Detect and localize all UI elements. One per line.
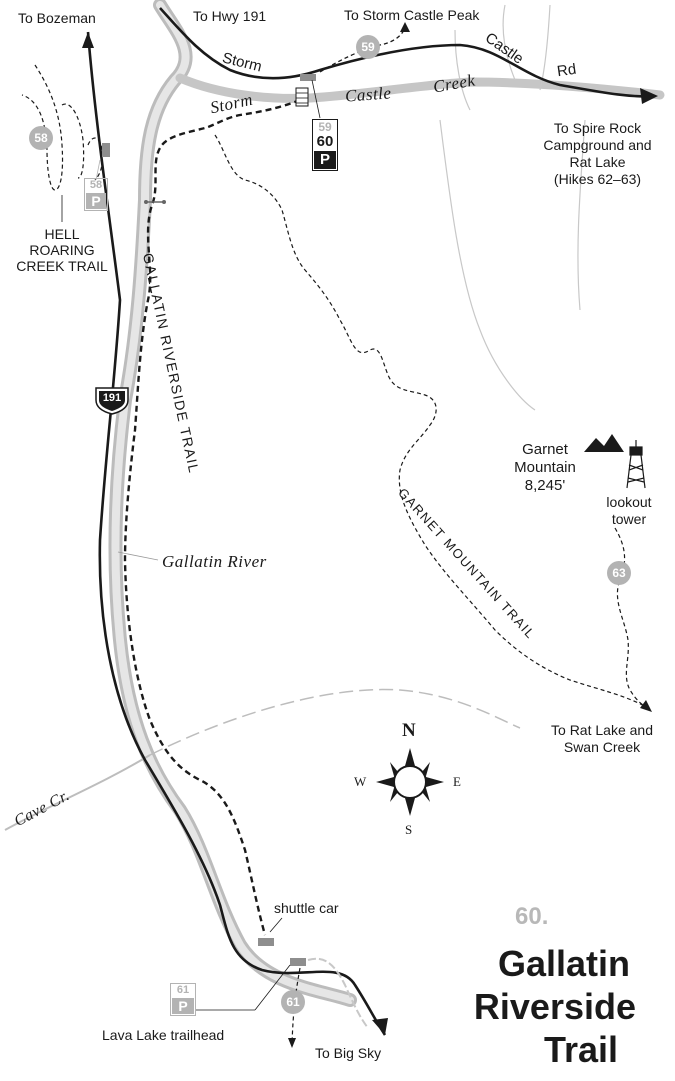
- parking-58-number: 58: [89, 179, 103, 191]
- trailhead-parking-icon: P: [314, 151, 336, 169]
- label-lookout-tower: lookout tower: [598, 494, 660, 528]
- label-to-big-sky: To Big Sky: [315, 1045, 382, 1061]
- label-to-storm-castle-peak: To Storm Castle Peak: [344, 7, 480, 23]
- drainage-line: [577, 119, 586, 311]
- rat-lake-line-2: Swan Creek: [563, 739, 641, 755]
- label-garnet-mountain: Garnet Mountain 8,245': [504, 441, 586, 495]
- label-shuttle-car: shuttle car: [274, 900, 339, 916]
- hell-roaring-trail-2: [61, 103, 85, 179]
- trailhead-60-number: 60: [316, 133, 334, 150]
- compass-w: W: [354, 774, 367, 789]
- compass-rose: [376, 748, 444, 816]
- lava-lake-road: [307, 957, 369, 1029]
- parking-58-icon: P: [86, 193, 106, 209]
- label-lava-lake-trailhead: Lava Lake trailhead: [102, 1027, 225, 1043]
- cave-creek: [4, 754, 151, 831]
- trailhead-parking-lot: [300, 74, 316, 81]
- lookout-tower-icon: [626, 440, 646, 489]
- trailhead-leader: [311, 79, 321, 119]
- title-line-1: Gallatin: [497, 943, 630, 984]
- parking-58-lot: [102, 143, 110, 157]
- lookout-line-1: lookout: [606, 494, 652, 510]
- drainage-line: [502, 4, 516, 81]
- trail-63: [614, 527, 649, 709]
- parking-61-number: 61: [176, 984, 190, 996]
- lava-lake-lot: [290, 958, 306, 966]
- trail-59-marker: 59: [356, 35, 380, 59]
- cave-creek-dashed: [149, 688, 521, 756]
- highway-191: [86, 31, 387, 1036]
- lava-lake-leader: [254, 964, 291, 1011]
- parking-61-marker: 61 P: [170, 983, 196, 1016]
- arrow-east: [640, 88, 658, 104]
- trailhead-bridge: [295, 87, 309, 107]
- label-gallatin-river: Gallatin River: [162, 552, 267, 571]
- drainage-line: [454, 29, 471, 111]
- storm-castle-road: [159, 7, 656, 98]
- shuttle-car-lot: [258, 938, 274, 946]
- road-label-rd: Rd: [555, 60, 578, 81]
- parking-61-icon: P: [172, 998, 194, 1014]
- arrow-north: [82, 32, 94, 48]
- hell-roaring-line-1: HELL: [44, 226, 80, 242]
- spire-rock-line-3: Rat Lake: [569, 154, 626, 170]
- label-to-hwy-191: To Hwy 191: [193, 8, 267, 24]
- gallatin-riverside-trail: [123, 98, 301, 936]
- label-to-spire-rock: To Spire Rock Campground and Rat Lake (H…: [530, 120, 665, 188]
- garnet-line-1: Garnet: [522, 441, 568, 458]
- spire-rock-line-1: To Spire Rock: [553, 120, 642, 136]
- drainage-line: [439, 119, 536, 411]
- arrow-south: [372, 1018, 388, 1035]
- rat-lake-line-1: To Rat Lake and: [551, 722, 653, 738]
- hike-number: 60.: [515, 903, 549, 930]
- compass-s: S: [405, 822, 413, 837]
- garnet-mountain-trail: [214, 134, 649, 709]
- trail-61-marker: 61: [281, 990, 305, 1014]
- garnet-elevation: 8,245': [524, 477, 566, 494]
- garnet-line-2: Mountain: [514, 459, 576, 476]
- spire-rock-line-4: (Hikes 62–63): [553, 171, 642, 187]
- river-leader: [117, 551, 159, 561]
- shuttle-leader: [269, 917, 283, 933]
- compass-n: N: [402, 720, 416, 741]
- trailhead-59-number: 59: [318, 120, 332, 134]
- label-to-rat-lake: To Rat Lake and Swan Creek: [537, 722, 667, 756]
- compass-e: E: [453, 774, 461, 789]
- hell-roaring-trail-3: [87, 137, 104, 181]
- storm-castle-peak-spur: [319, 27, 406, 73]
- trail-63-marker: 63: [607, 561, 631, 585]
- parking-58-marker: 58 P: [84, 178, 108, 211]
- mountain-peak-icon: [584, 434, 624, 452]
- hell-roaring-line-3: CREEK TRAIL: [16, 258, 108, 274]
- highway-191-shield: [95, 387, 129, 415]
- title-line-2: Riverside: [473, 986, 636, 1027]
- title-line-3: Trail: [543, 1029, 618, 1070]
- highway-shield-number: 191: [102, 392, 122, 404]
- creek-label-castle: Castle: [344, 83, 393, 106]
- label-hell-roaring: HELL ROARING CREEK TRAIL: [2, 226, 122, 274]
- label-to-bozeman: To Bozeman: [18, 10, 96, 26]
- trailhead-59-60-marker: 59 60 P: [312, 119, 338, 171]
- drainage-line: [539, 4, 551, 91]
- spire-rock-line-2: Campground and: [543, 137, 652, 153]
- lookout-line-2: tower: [611, 511, 647, 527]
- trail-58-marker: 58: [29, 126, 53, 150]
- hell-roaring-line-2: ROARING: [29, 242, 95, 258]
